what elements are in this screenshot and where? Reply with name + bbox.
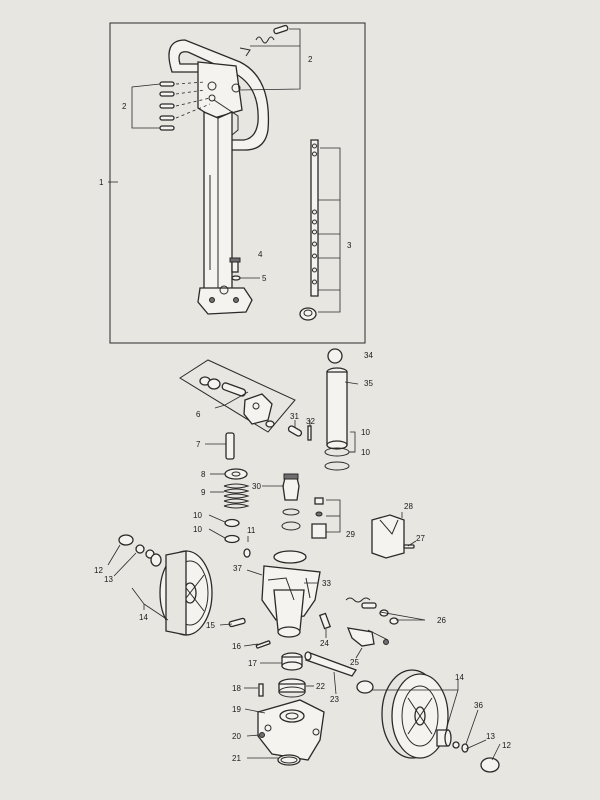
callout-1: 1: [99, 178, 104, 187]
callout-24: 24: [320, 639, 329, 648]
grease-nipple-part: [259, 732, 265, 738]
seal-kit-parts: [179, 359, 296, 433]
callout-2-left: 2: [122, 102, 127, 111]
callout-21: 21: [232, 754, 241, 763]
callout-14-right: 14: [455, 673, 464, 682]
bush-part: [281, 652, 303, 671]
circlip-part: [243, 548, 251, 558]
callout-7: 7: [196, 440, 201, 449]
piston-rod-part: [225, 432, 235, 460]
callout-10-a: 10: [193, 511, 202, 520]
callout-26: 26: [437, 616, 446, 625]
pump-plunger-part: [324, 367, 350, 471]
roll-pins-set: [159, 81, 211, 131]
callout-18: 18: [232, 684, 241, 693]
callout-10-b: 10: [193, 525, 202, 534]
wheel-right: [381, 669, 449, 759]
handle-assembly: [168, 39, 270, 315]
callout-9: 9: [201, 488, 206, 497]
callout-29: 29: [346, 530, 355, 539]
callout-35: 35: [364, 379, 373, 388]
callout-14-left: 14: [139, 613, 148, 622]
callout-10-c: 10: [361, 428, 370, 437]
pull-rod-part: [299, 139, 319, 321]
lever-plate-part: [346, 627, 389, 647]
callout-34: 34: [364, 351, 373, 360]
callout-22: 22: [316, 682, 325, 691]
adjust-bolt-part: [318, 612, 332, 630]
callout-11: 11: [247, 526, 256, 535]
callout-3: 3: [347, 241, 352, 250]
wheel-left: [159, 550, 213, 636]
pin-parts: [287, 425, 312, 441]
callout-28: 28: [404, 502, 413, 511]
fork-yoke-part: [257, 699, 325, 761]
valve-core-part: [281, 473, 301, 531]
callout-2-upper: 2: [308, 55, 313, 64]
callout-25: 25: [350, 658, 359, 667]
pin-16-part: [255, 640, 271, 649]
spring-washer-part: [224, 468, 248, 480]
callout-13-right: 13: [486, 732, 495, 741]
callout-10-d: 10: [361, 448, 370, 457]
callout-17: 17: [248, 659, 257, 668]
pin-and-spring-parts: [239, 24, 289, 57]
handle-assembly-frame: [109, 22, 366, 344]
callout-32: 32: [306, 417, 315, 426]
callout-8: 8: [201, 470, 206, 479]
hub-cap-right: [480, 757, 500, 773]
release-valve-parts: [311, 497, 327, 539]
callout-6: 6: [196, 410, 201, 419]
pump-body-part: [261, 550, 321, 638]
callout-30: 30: [252, 482, 261, 491]
callout-33: 33: [322, 579, 331, 588]
callout-12-right: 12: [502, 741, 511, 750]
bolt-part: [229, 257, 241, 273]
pin-15-part: [228, 617, 246, 628]
callout-12-left: 12: [94, 566, 103, 575]
seal-rings-left: [224, 518, 240, 544]
steel-ball-part: [327, 348, 343, 364]
callout-37: 37: [233, 564, 242, 573]
leader-lines: [107, 28, 501, 761]
wheel-spacer-right: [356, 680, 374, 694]
callout-20: 20: [232, 732, 241, 741]
thrust-bearing-part: [278, 678, 306, 698]
axle-part: [304, 651, 357, 677]
compression-spring-part: [223, 483, 250, 509]
callout-36: 36: [474, 701, 483, 710]
bearing-right: [436, 729, 469, 753]
callout-13-left: 13: [104, 575, 113, 584]
pin-18-part: [258, 683, 264, 697]
spring-pins-part: [345, 597, 399, 625]
snap-ring-part: [277, 754, 301, 766]
callout-31: 31: [290, 412, 299, 421]
washer-part: [231, 275, 241, 281]
callout-27: 27: [416, 534, 425, 543]
bearing-left: [135, 544, 162, 567]
hub-cap-left: [118, 534, 134, 546]
callout-23: 23: [330, 695, 339, 704]
callout-labels: 1 2 2 3 4 5 6 7 8 9 10 10 10 10 11 12 13…: [94, 55, 511, 763]
callout-5: 5: [262, 274, 267, 283]
callout-15: 15: [206, 621, 215, 630]
callout-19: 19: [232, 705, 241, 714]
roller-bracket-part: [371, 514, 405, 559]
callout-4: 4: [258, 250, 263, 259]
callout-16: 16: [232, 642, 241, 651]
